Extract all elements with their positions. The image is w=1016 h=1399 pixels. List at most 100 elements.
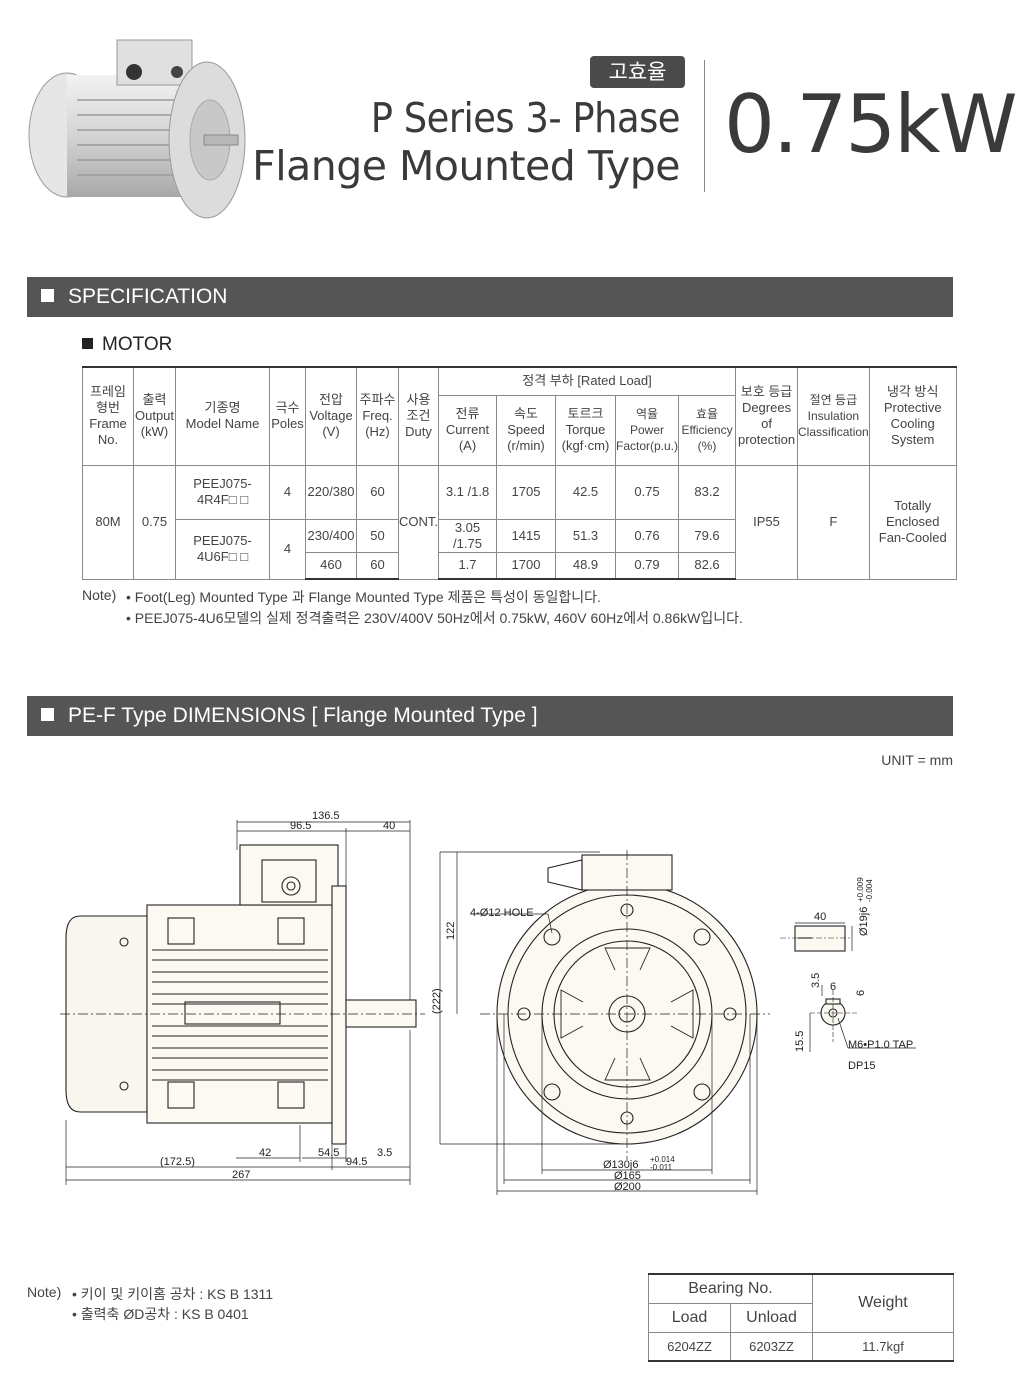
model-cell: PEEJ075-4U6F□ □	[175, 518, 270, 580]
shaft-tol-lower: -0.004	[865, 879, 874, 902]
square-bullet-icon	[82, 338, 93, 349]
load-header: Load	[648, 1302, 731, 1333]
freq-cell: 60	[356, 551, 399, 580]
table-row: 80M 0.75 PEEJ075-4R4F□ □ 4 220/380 60 CO…	[82, 464, 957, 580]
dim-130: Ø130j6	[603, 1159, 638, 1171]
key-3-5: 3.5	[810, 973, 822, 988]
weight-cell: 11.7kgf	[812, 1331, 954, 1362]
hole-label: 4-Ø12 HOLE	[470, 907, 534, 919]
specification-heading: SPECIFICATION	[68, 285, 228, 308]
load-cell: 6204ZZ	[648, 1331, 731, 1362]
dim-54-5: 54.5	[318, 1147, 339, 1159]
table-row: 460 60 1.7 1700 48.9 0.79 82.6	[83, 551, 957, 580]
header-divider	[704, 60, 705, 192]
duty-cell: CONT.	[398, 464, 439, 580]
eff-cell: 83.2	[678, 464, 737, 520]
key-6a: 6	[830, 981, 836, 993]
note2-line1: • 키이 및 키이홈 공차 : KS B 1311	[72, 1286, 274, 1302]
dim-267: 267	[232, 1169, 250, 1181]
rated-load-header: 정격 부하 [Rated Load]	[437, 366, 737, 396]
specification-bar: SPECIFICATION	[27, 277, 953, 317]
shaft-tol-upper: +0.009	[856, 877, 865, 902]
dim-165: Ø165	[614, 1170, 641, 1182]
torque-cell: 51.3	[555, 518, 616, 553]
key-15-5: 15.5	[794, 1031, 806, 1052]
dim-3-5: 3.5	[377, 1147, 392, 1159]
protection-cell: IP55	[735, 464, 799, 580]
motor-photo	[28, 39, 246, 219]
current-cell: 1.7	[438, 551, 497, 580]
table-row: PEEJ075-4U6F□ □ 4 230/400 50 3.05 /1.75 …	[83, 518, 957, 580]
unload-cell: 6203ZZ	[730, 1331, 813, 1362]
freq-cell: 50	[356, 518, 399, 553]
voltage-cell: 460	[305, 551, 357, 580]
unit-label: UNIT = mm	[881, 752, 953, 768]
title-line2: Flange Mounted Type	[252, 142, 680, 190]
dim-94-5: 94.5	[346, 1156, 367, 1168]
dim-136-5: 136.5	[312, 810, 340, 822]
insulation-cell: F	[797, 464, 870, 580]
unload-header: Unload	[730, 1302, 813, 1333]
shaft-diameter: Ø19j6	[858, 907, 870, 936]
speed-cell: 1700	[496, 551, 556, 580]
current-cell: 3.1 /1.8	[438, 464, 497, 520]
shaft-length: 40	[814, 911, 826, 923]
dim-96-5: 96.5	[290, 820, 311, 832]
dim-40: 40	[383, 820, 395, 832]
frame-cell: 80M	[82, 464, 134, 580]
dp-label: DP15	[848, 1060, 876, 1072]
dim-130-tol-lower: -0.011	[650, 1163, 673, 1172]
poles-cell: 4	[269, 464, 306, 520]
eff-cell: 82.6	[678, 551, 737, 580]
bearing-table: Bearing No. Weight Load Unload 6204ZZ 62…	[648, 1273, 954, 1362]
square-bullet-icon	[41, 289, 54, 302]
dim-200: Ø200	[614, 1181, 641, 1193]
dim-222: (222)	[431, 988, 443, 1014]
note1-label: Note)	[82, 587, 117, 603]
tap-label: M6•P1.0 TAP	[848, 1039, 913, 1051]
output-cell: 0.75	[133, 464, 176, 580]
model-cell: PEEJ075-4R4F□ □	[175, 464, 270, 520]
bearing-title: Bearing No.	[648, 1273, 813, 1304]
pf-cell: 0.79	[614, 551, 680, 580]
note2-line2: • 출력축 ØD공차 : KS B 0401	[72, 1306, 249, 1322]
note1-line1: • Foot(Leg) Mounted Type 과 Flange Mounte…	[126, 589, 601, 605]
voltage-cell: 220/380	[305, 464, 357, 520]
torque-cell: 42.5	[555, 464, 616, 520]
pf-cell: 0.76	[614, 518, 680, 553]
dimensions-bar: PE-F Type DIMENSIONS [ Flange Mounted Ty…	[27, 696, 953, 736]
dim-122: 122	[445, 922, 457, 940]
current-cell: 3.05 /1.75	[438, 518, 497, 553]
dim-130-tol-upper: +0.014	[650, 1155, 675, 1164]
eff-cell: 79.6	[678, 518, 737, 553]
dimensions-heading: PE-F Type DIMENSIONS [ Flange Mounted Ty…	[68, 704, 538, 727]
dim-172-5: (172.5)	[160, 1156, 195, 1168]
motor-label: MOTOR	[102, 334, 173, 355]
high-efficiency-badge: 고효율	[590, 56, 685, 88]
weight-header: Weight	[812, 1273, 954, 1333]
power-rating: 0.75kW	[724, 78, 1016, 171]
pf-cell: 0.75	[614, 464, 680, 520]
voltage-cell: 230/400	[305, 518, 357, 553]
speed-cell: 1415	[496, 518, 556, 553]
square-bullet-icon	[41, 708, 54, 721]
key-6-side: 6	[855, 990, 867, 996]
dimension-drawing: 136.5 96.5 40 42 54.5 3.5 (172.5) 94.5 2…	[60, 810, 916, 1195]
dim-42: 42	[259, 1147, 271, 1159]
table-row: 6204ZZ 6203ZZ 11.7kgf	[648, 1331, 954, 1362]
note1-line2: • PEEJ075-4U6모델의 실제 정격출력은 230V/400V 50Hz…	[126, 610, 743, 626]
note2-label: Note)	[27, 1284, 62, 1300]
